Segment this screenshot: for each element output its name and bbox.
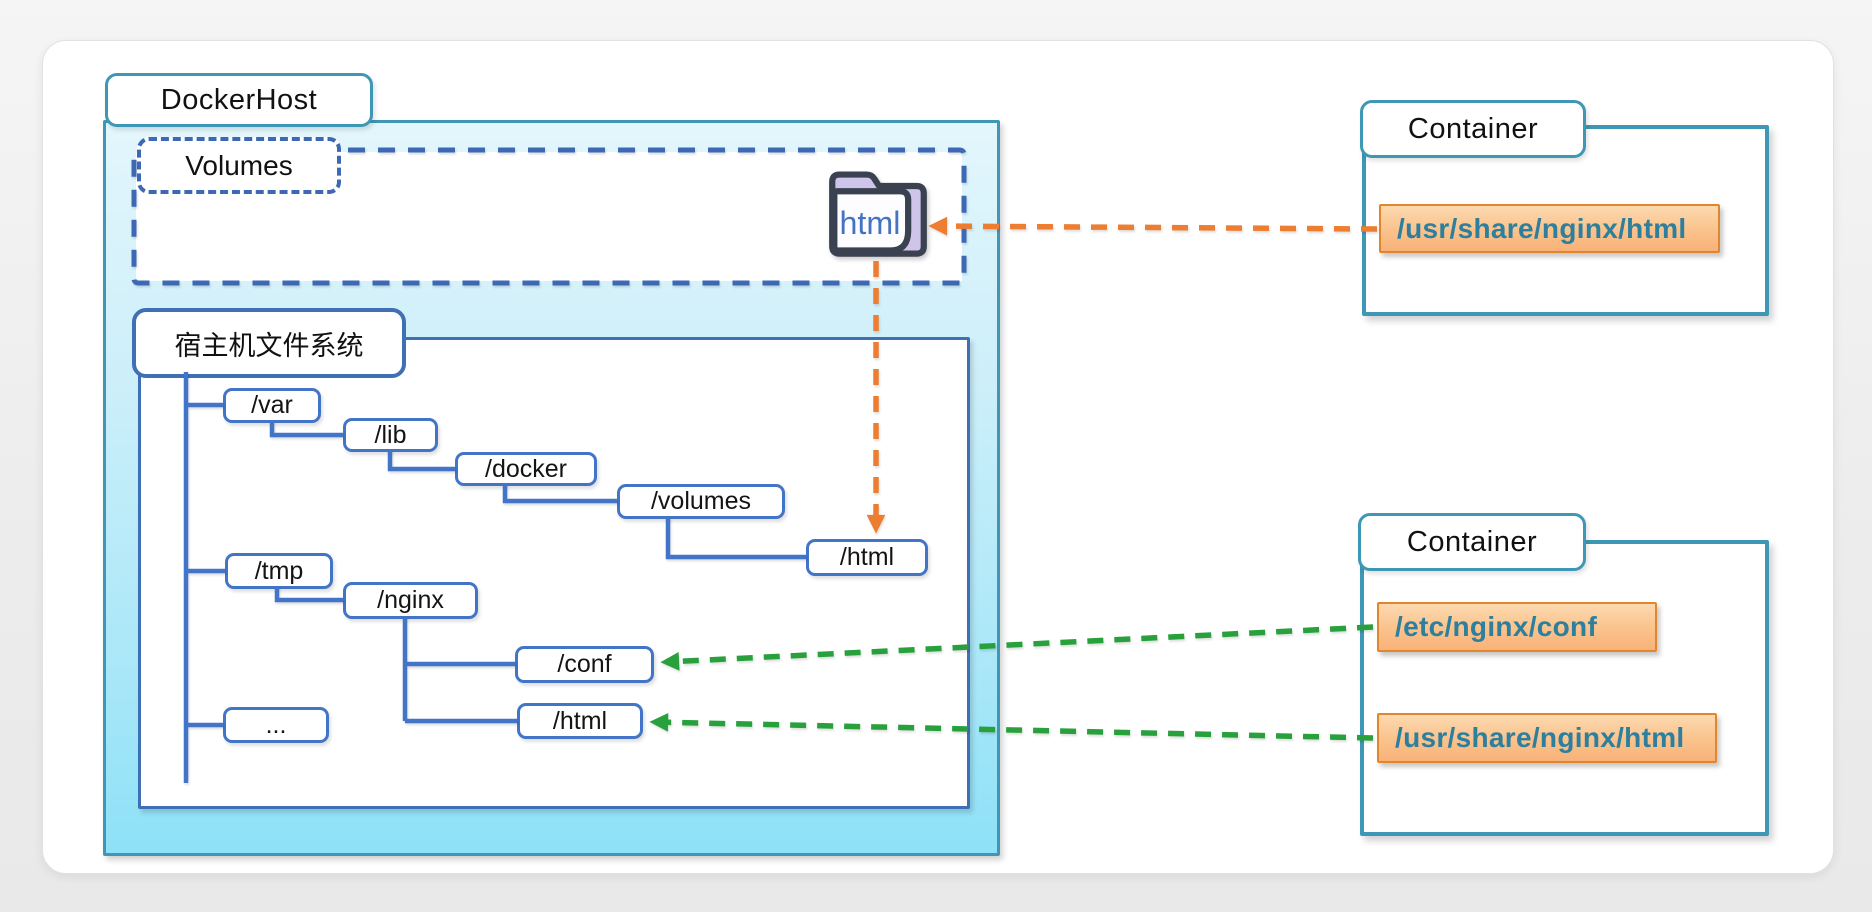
tree-node-docker: /docker	[455, 452, 597, 486]
tree-node-var: /var	[223, 388, 321, 423]
tree-node-conf: /conf	[515, 646, 654, 683]
container-2-label: Container	[1358, 513, 1586, 571]
tree-node-nginx: /nginx	[343, 582, 478, 619]
container-1-label: Container	[1360, 100, 1586, 158]
tree-node-volumes: /volumes	[617, 484, 785, 519]
tree-node-volume-html: /html	[806, 539, 928, 576]
tree-node-lib: /lib	[343, 418, 438, 452]
host-filesystem-label: 宿主机文件系统	[132, 308, 406, 378]
volumes-label: Volumes	[137, 137, 341, 194]
container-2-path-etc-nginx-conf: /etc/nginx/conf	[1377, 602, 1657, 652]
container-1-path-usr-share-nginx-html: /usr/share/nginx/html	[1379, 204, 1720, 253]
container-2-box	[1360, 540, 1769, 836]
tree-node-ellipsis: ...	[223, 707, 329, 743]
folder-label: html	[840, 205, 901, 241]
container-2-path-usr-share-nginx-html: /usr/share/nginx/html	[1377, 713, 1717, 763]
html-folder-icon: html	[829, 171, 927, 257]
dockerhost-label: DockerHost	[105, 73, 373, 127]
tree-node-tmp: /tmp	[225, 553, 333, 589]
tree-node-nginx-html: /html	[517, 703, 643, 739]
